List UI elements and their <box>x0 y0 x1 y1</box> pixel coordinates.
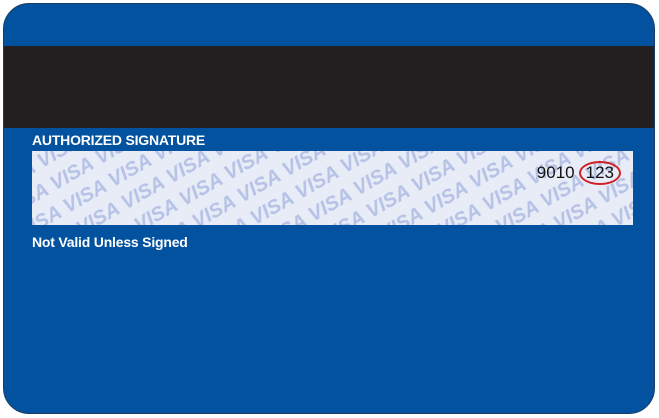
visa-pattern: VISA <box>32 151 633 225</box>
not-valid-notice: Not Valid Unless Signed <box>32 234 188 250</box>
cvv-code: 123 <box>578 161 621 185</box>
authorized-signature-label: AUTHORIZED SIGNATURE <box>32 132 206 148</box>
signature-panel: VISA 9010 123 <box>32 151 633 225</box>
magnetic-stripe <box>4 46 654 128</box>
card-back: AUTHORIZED SIGNATURE VISA 9010 123 Not V… <box>3 3 655 414</box>
panel-number: 9010 123 <box>537 161 621 185</box>
card-last-digits: 9010 <box>536 163 575 182</box>
